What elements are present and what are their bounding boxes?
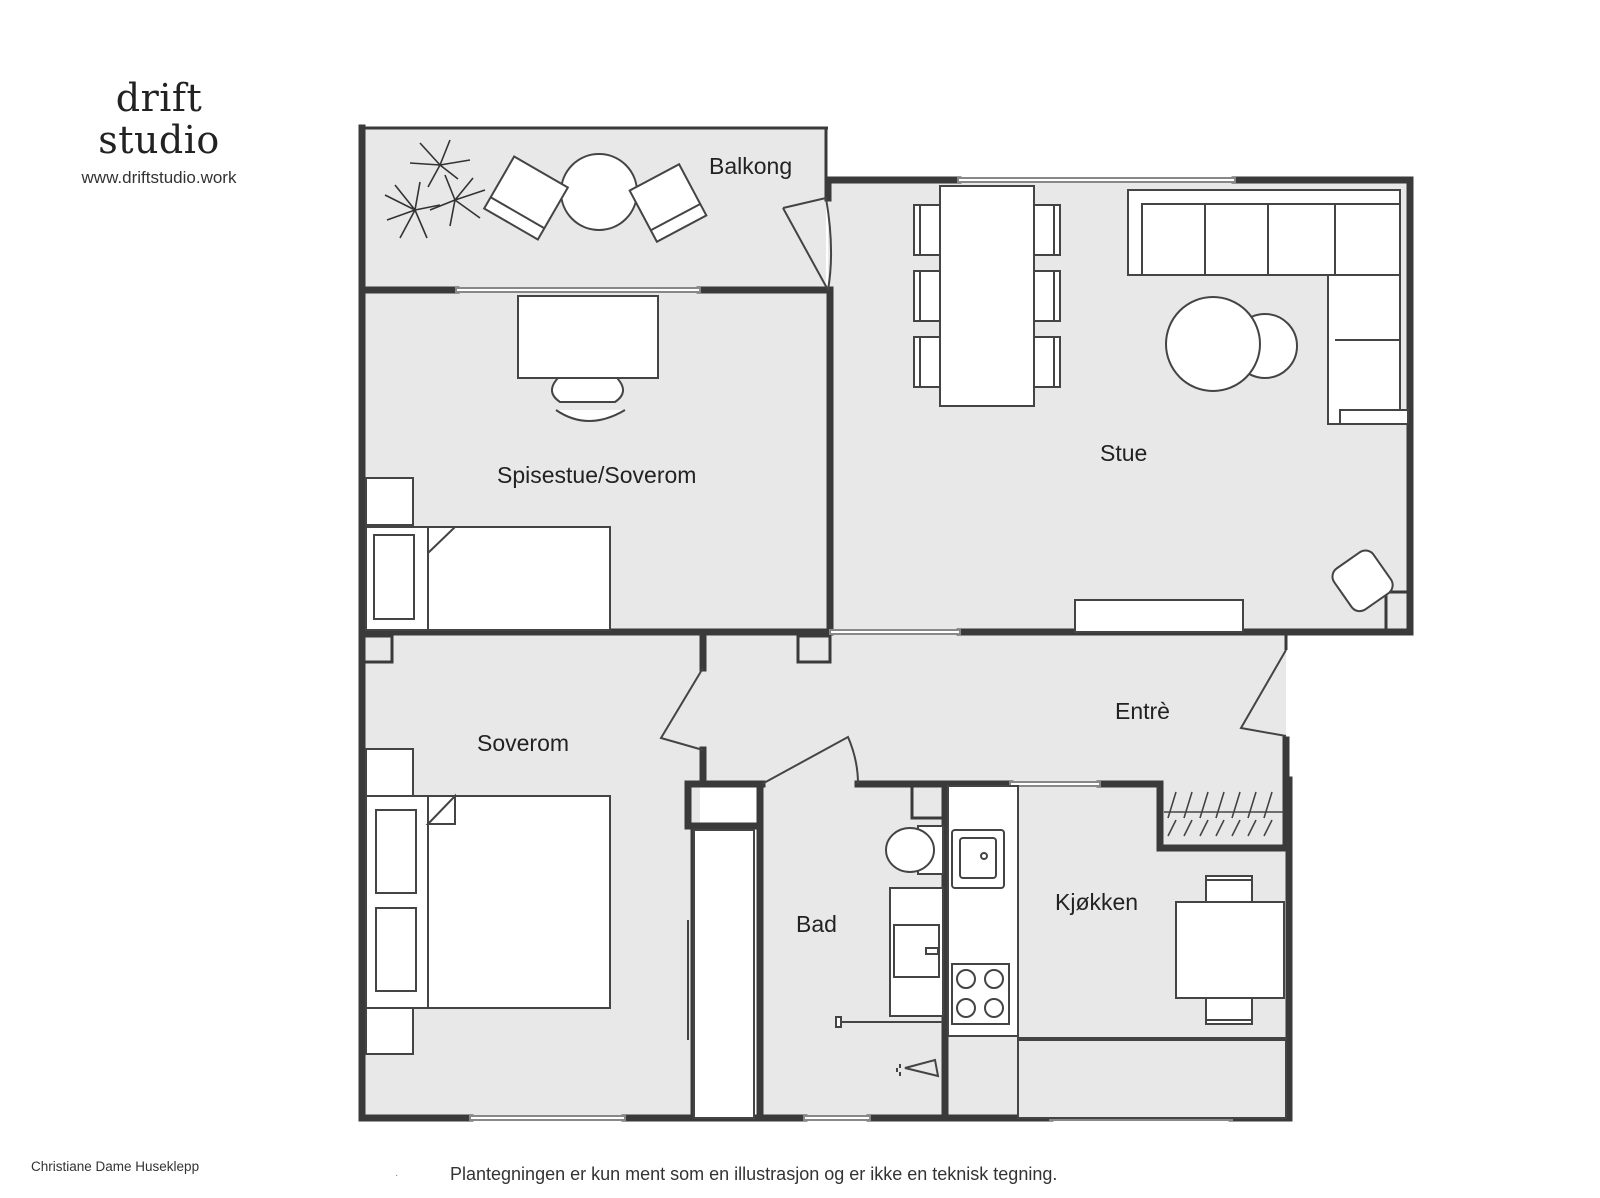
label-spisestue: Spisestue/Soverom: [497, 462, 696, 488]
label-bad: Bad: [796, 911, 837, 937]
nightstand: [365, 477, 414, 526]
balcony-furniture: [482, 153, 708, 244]
desk: [517, 295, 659, 379]
wardrobe: [693, 829, 755, 1119]
balcony-chair-left: [482, 155, 570, 241]
dining-table: [939, 185, 1035, 407]
room-labels: Balkong Stue Spisestue/Soverom Soverom E…: [477, 153, 1170, 937]
footer-marker: ·: [395, 1170, 399, 1181]
desk-chair: [551, 377, 624, 403]
toilet-icon: [885, 827, 935, 873]
soverom-furniture: [365, 748, 755, 1119]
disclaimer-text: Plantegningen er kun ment som en illustr…: [450, 1164, 1058, 1184]
armchair: [1331, 549, 1394, 613]
label-soverom: Soverom: [477, 730, 569, 756]
balcony-chair-right: [628, 162, 708, 244]
tv-bench: [1074, 599, 1244, 633]
brand-url: www.driftstudio.work: [81, 167, 237, 187]
kitchen-table: [1175, 901, 1285, 999]
doors: [659, 196, 1287, 785]
label-entre: Entrè: [1115, 698, 1170, 724]
balcony-table: [560, 153, 638, 231]
entre-floor: [700, 632, 1286, 784]
spisestue-furniture: [365, 295, 659, 631]
label-balkong: Balkong: [709, 153, 792, 179]
label-kjokken: Kjøkken: [1055, 889, 1138, 915]
stue-furniture: [913, 185, 1409, 633]
shower-icon: [896, 1058, 940, 1078]
coat-rack: [1164, 791, 1284, 837]
thin-walls: [360, 126, 1412, 820]
plant-icon: [384, 139, 486, 239]
coffee-table-large: [1165, 296, 1261, 392]
kjokken-furniture: [947, 785, 1287, 1119]
brand-block: drift studio www.driftstudio.work: [54, 76, 264, 188]
brand-name: drift studio: [98, 76, 220, 162]
nightstand-bottom: [365, 1007, 414, 1055]
bad-furniture: [835, 825, 944, 1078]
label-stue: Stue: [1100, 440, 1147, 466]
author-credit: Christiane Dame Huseklepp: [31, 1159, 200, 1174]
nightstand-top: [365, 748, 414, 797]
walls: [358, 124, 1414, 1122]
